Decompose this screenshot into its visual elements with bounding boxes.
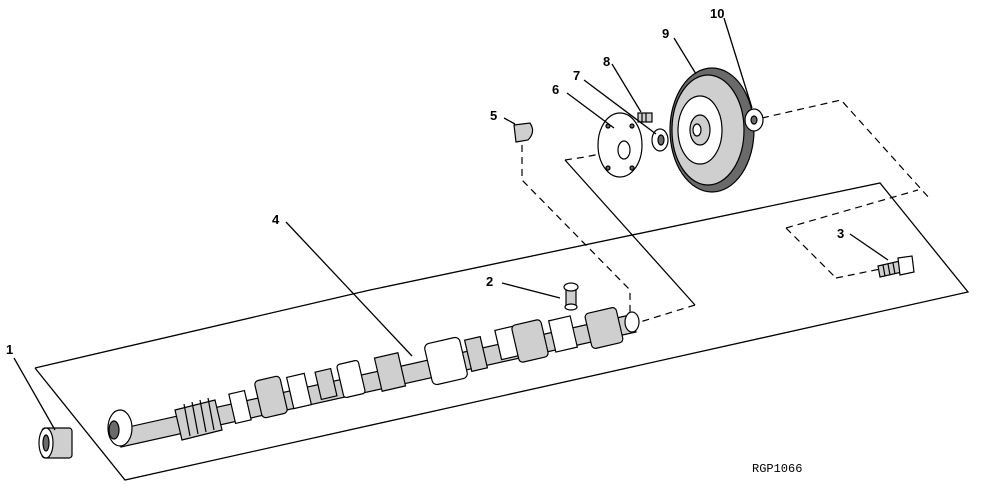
callout-4: 4 bbox=[272, 212, 280, 227]
thrust-plate bbox=[597, 112, 643, 178]
callout-10: 10 bbox=[710, 6, 724, 21]
bushing bbox=[38, 427, 73, 459]
camshaft-gear bbox=[669, 67, 755, 193]
callout-9: 9 bbox=[662, 26, 669, 41]
woodruff-key bbox=[513, 122, 534, 143]
key-path bbox=[521, 145, 631, 318]
callouts: 1 2 3 4 5 6 7 8 9 10 bbox=[6, 6, 844, 357]
bolt-outline bbox=[785, 189, 919, 279]
camshaft bbox=[107, 307, 640, 448]
leader-lines bbox=[13, 17, 889, 431]
gear-outline bbox=[564, 99, 931, 323]
cap-screw bbox=[877, 255, 915, 278]
washer-small bbox=[651, 128, 669, 152]
dowel-pin bbox=[563, 282, 579, 311]
callout-8: 8 bbox=[603, 54, 610, 69]
callout-1: 1 bbox=[6, 342, 13, 357]
callout-7: 7 bbox=[573, 68, 580, 83]
callout-5: 5 bbox=[490, 108, 497, 123]
callout-6: 6 bbox=[552, 82, 559, 97]
washer-large bbox=[744, 108, 764, 132]
reference-code: RGP1066 bbox=[752, 462, 802, 476]
screw-small bbox=[637, 112, 653, 123]
assembly-outline bbox=[34, 182, 970, 481]
callout-3: 3 bbox=[837, 226, 844, 241]
callout-2: 2 bbox=[486, 274, 493, 289]
